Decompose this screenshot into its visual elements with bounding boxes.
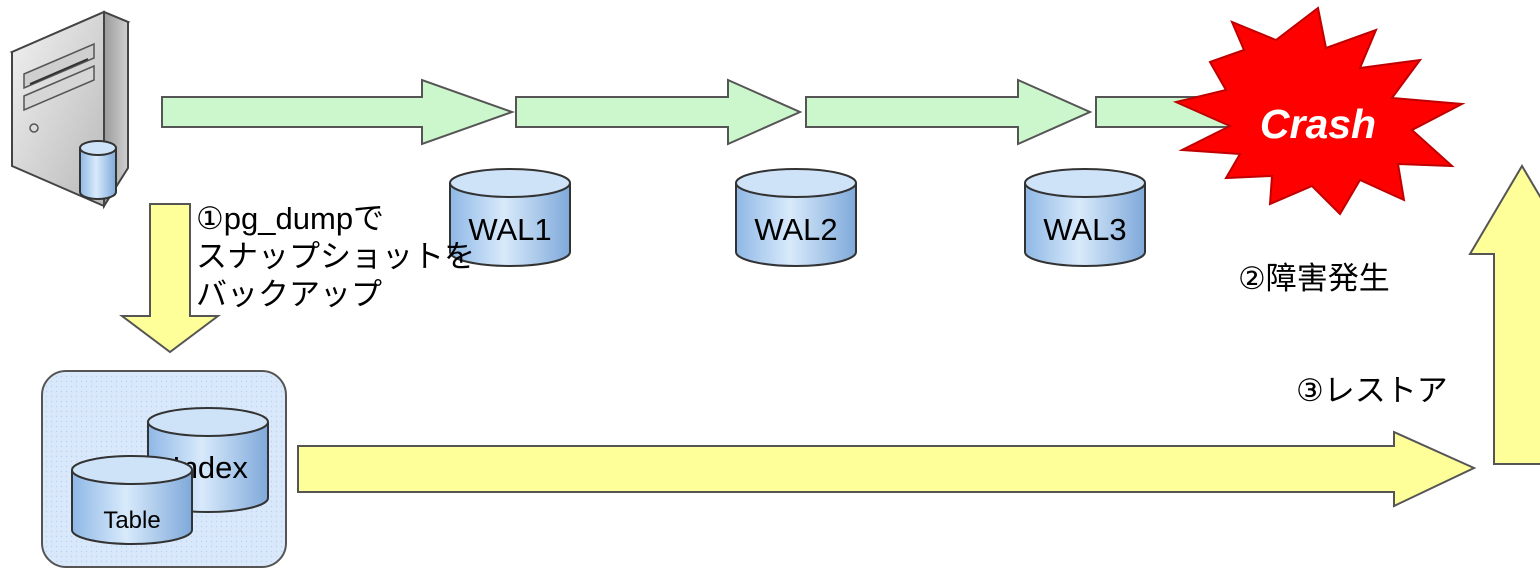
step1-label-line1: ①pg_dumpで (196, 201, 385, 236)
wal1-cylinder: WAL1 (449, 168, 571, 267)
restore-arrow (297, 430, 1477, 508)
crash-burst: Crash (1172, 6, 1466, 216)
wal-arrow-1 (161, 78, 515, 146)
wal3-cylinder: WAL3 (1024, 168, 1146, 267)
wal1-label: WAL1 (468, 212, 551, 247)
step3-label: ③レストア (1296, 373, 1448, 408)
step1-label-line3: バックアップ (196, 277, 382, 312)
wal2-cylinder: WAL2 (735, 168, 857, 267)
wal-stream-arrows (161, 78, 1241, 146)
table-label: Table (103, 507, 160, 534)
wal-arrow-3 (805, 78, 1093, 146)
table-cylinder: Table (71, 455, 193, 545)
step1-label-line2: スナップショットを (196, 239, 475, 274)
wal3-label: WAL3 (1043, 212, 1126, 247)
wal2-label: WAL2 (754, 212, 837, 247)
recovery-arrow (1468, 164, 1540, 465)
backup-arrow (119, 203, 221, 354)
crash-label: Crash (1260, 101, 1376, 147)
wal-arrow-2 (515, 78, 803, 146)
step2-label: ②障害発生 (1238, 261, 1390, 296)
server-database-icon (79, 140, 117, 200)
